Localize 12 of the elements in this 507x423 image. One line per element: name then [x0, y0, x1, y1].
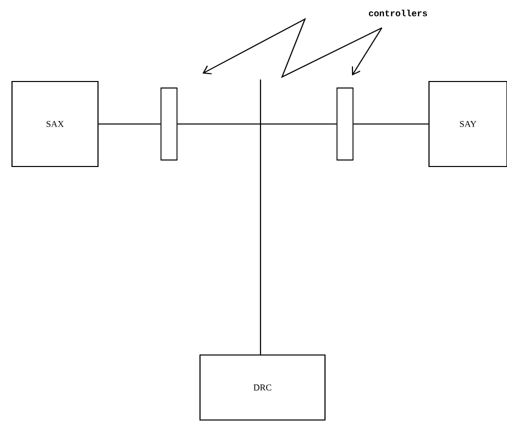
process-box: DRC [199, 354, 326, 421]
connector-line [177, 123, 337, 125]
connector-line [260, 79, 262, 354]
leader-arrow [352, 28, 382, 76]
controller-bar [336, 88, 354, 160]
connector-line [98, 123, 161, 125]
process-box: SAY [428, 80, 507, 168]
leader-arrow [202, 18, 382, 78]
connector-line [353, 123, 428, 125]
callout-text: controllers [368, 10, 428, 16]
process-box: SAX [11, 80, 99, 168]
controller-bar [160, 88, 178, 160]
